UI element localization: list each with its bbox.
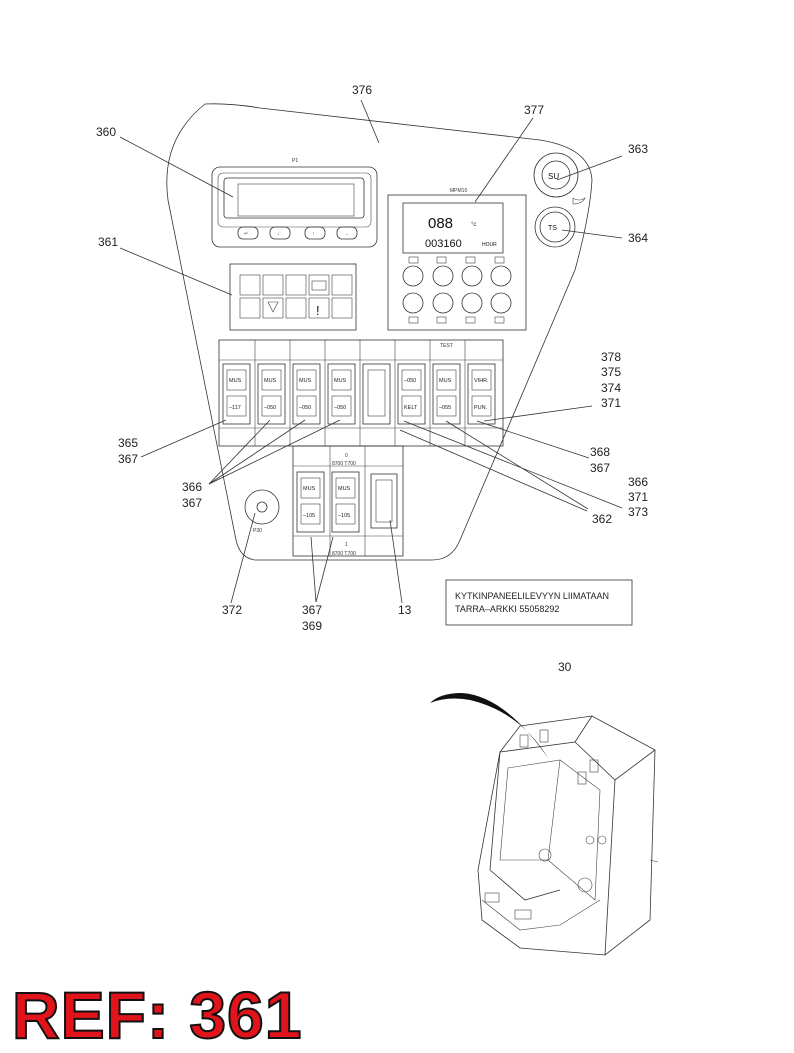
- sticker-note: KYTKINPANEELILEVYYN LIIMATAAN TARRA–ARKK…: [445, 579, 633, 626]
- rocker-switch-row1-6-bottom-label: KELT: [404, 405, 418, 411]
- rocker-switch-row1-4-top-label: MUS: [334, 378, 347, 384]
- warning-panel-361: !: [229, 263, 357, 331]
- svg-text:→: →: [344, 231, 349, 237]
- callout-367-b: 367: [590, 461, 610, 475]
- rocker-switch-row1-7-top-label: MUS: [439, 378, 452, 384]
- callout-30: 30: [558, 660, 572, 674]
- rocker-switch-row1-1-bottom-label: –117: [229, 405, 241, 411]
- gauge-su-363: SU: [533, 152, 586, 205]
- svg-text:↓: ↓: [277, 231, 280, 237]
- callout-364: 364: [628, 231, 648, 245]
- callout-376: 376: [352, 83, 372, 97]
- callout-369: 369: [302, 619, 322, 633]
- rocker-switch-row2-2[interactable]: MUS –105: [331, 471, 360, 533]
- test-label: TEST: [440, 343, 453, 349]
- callout-378: 378: [601, 350, 621, 364]
- callout-labels: 376 377 360 363 361 364 378 375 374 371 …: [96, 83, 648, 674]
- rocker-switch-row1-8[interactable]: VIHR. PUN.: [467, 363, 496, 425]
- callout-372: 372: [222, 603, 242, 617]
- display-top-label: P1: [292, 158, 298, 164]
- rocker-switch-row1-3[interactable]: MUS –050: [292, 363, 321, 425]
- rocker-switch-row1-1-top-label: MUS: [229, 378, 242, 384]
- callout-377: 377: [524, 103, 544, 117]
- callout-362: 362: [592, 512, 612, 526]
- pto-knob-372: P30: [244, 489, 280, 534]
- pto-label: P30: [253, 528, 262, 534]
- callout-13: 13: [398, 603, 412, 617]
- rocker-switch-row1-1[interactable]: MUS –117: [222, 363, 251, 425]
- display-unit: °c: [471, 222, 476, 228]
- rocker-switch-row2-1-bottom-label: –105: [303, 513, 315, 519]
- rocker-switch-row2-1-top-label: MUS: [303, 486, 316, 492]
- switch-panel-row2: 0 1 8700 T700 8700 T700: [292, 445, 404, 557]
- rocker-switch-row1-2-top-label: MUS: [264, 378, 277, 384]
- callout-367-c: 367: [182, 496, 202, 510]
- callout-361: 361: [98, 235, 118, 249]
- rocker-switch-row1-2-bottom-label: –050: [264, 405, 276, 411]
- reference-label: REF: 361: [11, 978, 303, 1052]
- callout-373: 373: [628, 505, 648, 519]
- gauge-ts-364: TS: [534, 206, 576, 248]
- callout-371-b: 371: [628, 490, 648, 504]
- rocker-switch-row1-8-bottom-label: PUN.: [474, 405, 488, 411]
- rocker-switch-row2-2-top-label: MUS: [338, 486, 351, 492]
- svg-text:↑: ↑: [312, 231, 315, 237]
- lower-one-label: 1: [345, 542, 348, 548]
- callout-367-d: 367: [302, 603, 322, 617]
- hour-label: HOUR: [482, 242, 497, 248]
- callout-366-b: 366: [628, 475, 648, 489]
- rocker-switch-row1-7-bottom-label: –055: [439, 405, 451, 411]
- rocker-switch-row1-3-bottom-label: –050: [299, 405, 311, 411]
- leader-lines: [119, 99, 623, 604]
- lower-zero-label: 0: [345, 453, 348, 459]
- rocker-switch-row1-4[interactable]: MUS –050: [327, 363, 356, 425]
- rocker-switch-row1-8-top-label: VIHR.: [474, 378, 489, 384]
- callout-367-a: 367: [118, 452, 138, 466]
- rocker-switch-row1-3-top-label: MUS: [299, 378, 312, 384]
- display-unit-360: P1 ↵ ↓ ↑ →: [211, 158, 378, 248]
- dashboard-panel-outline: [166, 103, 593, 561]
- display-value: 088: [428, 215, 453, 232]
- callout-365: 365: [118, 436, 138, 450]
- rocker-switch-row1-6-top-label: –050: [404, 378, 416, 384]
- mpm10-module-377: MPM10 088 °c 003160 HOUR: [387, 188, 527, 331]
- rocker-switch-row2-2-bottom-label: –105: [338, 513, 350, 519]
- gauge-ts-label: TS: [548, 225, 557, 232]
- svg-text:↵: ↵: [244, 231, 248, 237]
- callout-374: 374: [601, 381, 621, 395]
- callout-368: 368: [590, 445, 610, 459]
- callout-371-a: 371: [601, 396, 621, 410]
- rocker-switch-row1-5[interactable]: [362, 363, 391, 425]
- rocker-switch-row1-2[interactable]: MUS –050: [257, 363, 286, 425]
- note-line2: TARRA–ARKKI 55058292: [455, 604, 559, 614]
- callout-366-a: 366: [182, 480, 202, 494]
- svg-text:!: !: [316, 303, 320, 318]
- rocker-switch-row2-1[interactable]: MUS –105: [296, 471, 325, 533]
- callout-375: 375: [601, 365, 621, 379]
- gauge-su-label: SU: [548, 172, 559, 181]
- rocker-switch-row1-4-bottom-label: –050: [334, 405, 346, 411]
- t700-label-a: 8700 T700: [332, 461, 356, 467]
- rocker-switch-row1-7[interactable]: MUS –055: [432, 363, 461, 425]
- module-label: MPM10: [450, 188, 467, 194]
- t700-label-b: 8700 T700: [332, 551, 356, 557]
- note-line1: KYTKINPANEELILEVYYN LIIMATAAN: [455, 591, 609, 601]
- callout-363: 363: [628, 142, 648, 156]
- cab-illustration: [430, 693, 659, 956]
- callout-360: 360: [96, 125, 116, 139]
- hour-meter-value: 003160: [425, 238, 462, 250]
